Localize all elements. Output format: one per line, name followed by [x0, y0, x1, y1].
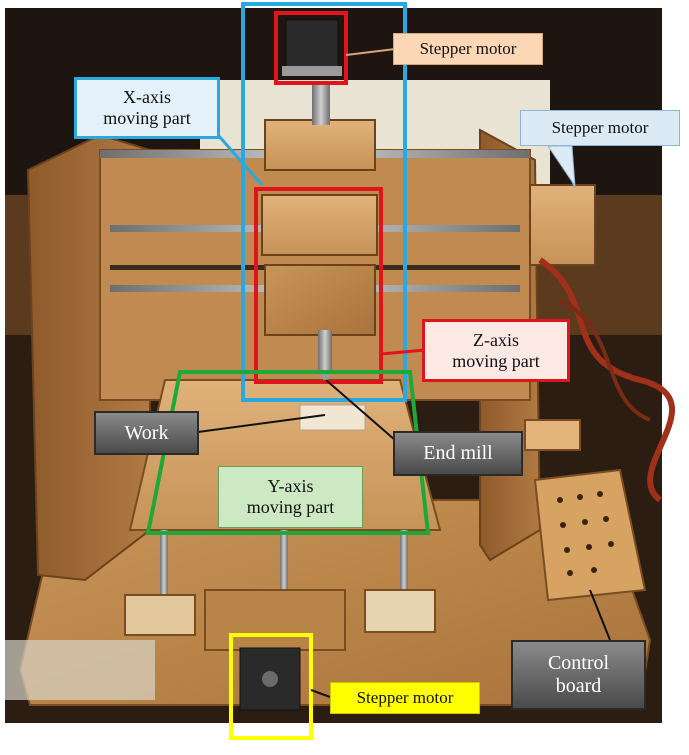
leader-control-board: [589, 589, 611, 641]
x-carriage-mid: [261, 194, 378, 256]
label-stepper-motor-top: Stepper motor: [393, 33, 543, 65]
y-rail-left: [160, 530, 168, 630]
wire-bundle-right: [538, 257, 676, 503]
label-y-axis: Y-axis moving part: [218, 466, 363, 528]
label-stepper-motor-right: Stepper motor: [520, 110, 680, 146]
x-carriage-upper: [264, 119, 376, 171]
label-x-axis: X-axis moving part: [74, 77, 220, 139]
right-stepper-block: [529, 184, 596, 266]
x-axis-outline: [241, 2, 407, 402]
y-rail-center: [280, 530, 288, 630]
top-motor-outline: [274, 11, 348, 85]
front-block-left: [124, 594, 196, 636]
front-block-right: [364, 589, 436, 633]
y-rail-right: [400, 530, 408, 630]
bottom-stepper-shaft: [262, 671, 278, 687]
label-work: Work: [94, 411, 199, 455]
leader-work: [197, 414, 326, 433]
control-board: [533, 468, 647, 602]
label-stepper-motor-bottom: Stepper motor: [330, 682, 480, 714]
front-block-center: [204, 589, 346, 651]
bottom-motor-outline: [229, 633, 313, 740]
wire-bundle-right-2: [559, 298, 651, 422]
label-control-board: Control board: [511, 640, 646, 710]
spindle-lower: [318, 330, 332, 370]
z-block: [264, 264, 376, 336]
control-board-support: [524, 419, 581, 451]
stepper-right-tail: [547, 145, 576, 188]
label-z-axis: Z-axis moving part: [422, 319, 570, 382]
leader-z-axis: [380, 348, 426, 356]
top-stepper-plate: [282, 66, 342, 76]
top-stepper-body: [285, 19, 339, 76]
y-axis-outline: [145, 370, 431, 535]
control-board-holes: [557, 491, 614, 576]
leader-x-axis: [216, 134, 264, 186]
z-axis-outline: [254, 187, 383, 384]
leader-top-stepper: [345, 48, 396, 56]
spindle-shaft: [312, 85, 330, 125]
leader-end-mill: [325, 379, 396, 441]
label-end-mill: End mill: [393, 431, 523, 476]
leader-bottom-stepper: [310, 689, 331, 698]
newspaper: [5, 640, 155, 700]
